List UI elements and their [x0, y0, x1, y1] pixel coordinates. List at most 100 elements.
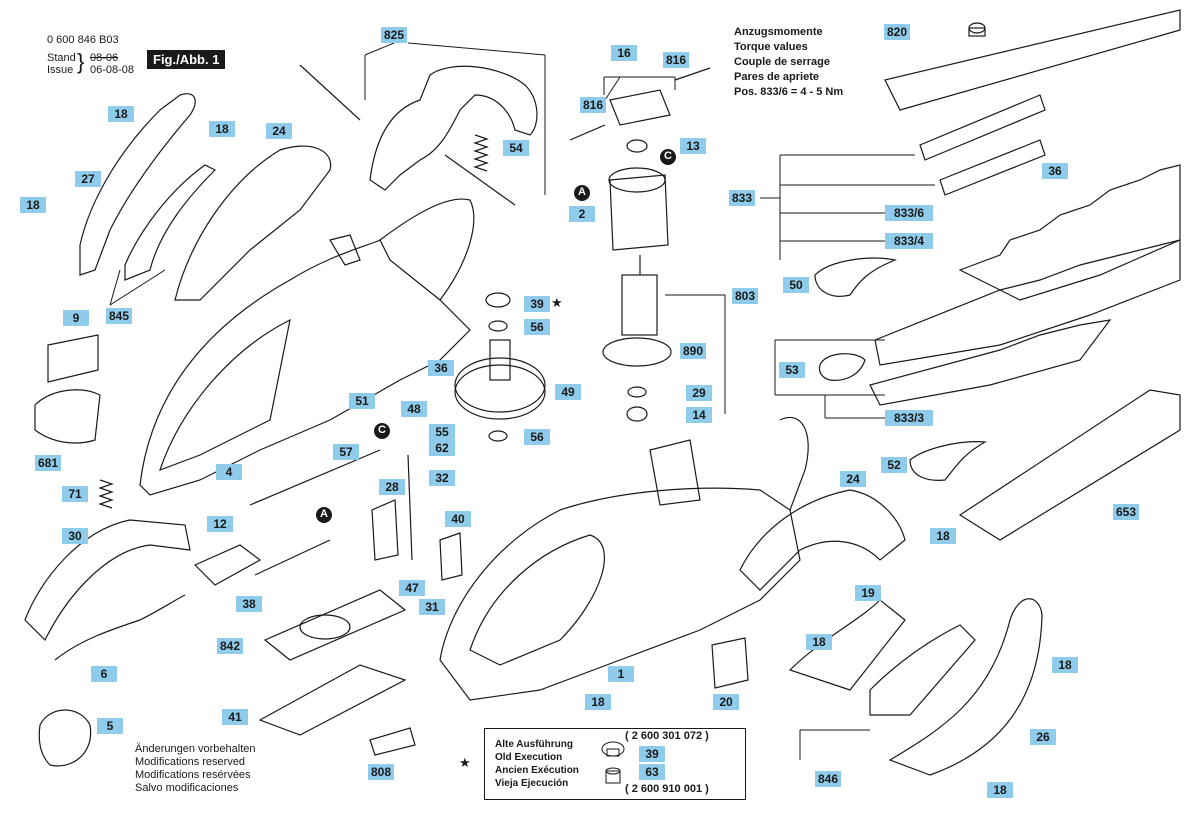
callout-19: 19 [855, 585, 881, 601]
callout-57: 57 [333, 444, 359, 460]
callout-48: 48 [401, 401, 427, 417]
stand-date: 08-06 [90, 52, 119, 64]
stator-2 [609, 174, 669, 251]
callout-890: 890 [680, 343, 707, 359]
issue-label: Issue [47, 64, 74, 76]
guard-24 [739, 489, 906, 591]
old-name-de: Alte Ausführung [495, 739, 573, 750]
handle-cover-27 [79, 93, 196, 276]
spring-71 [98, 479, 114, 509]
callout-30: 30 [62, 528, 88, 544]
callout-833: 833 [729, 190, 756, 206]
blade-lower [874, 239, 1181, 366]
cable-57 [249, 449, 381, 506]
callout-24: 24 [840, 471, 866, 487]
plug-5 [38, 709, 92, 767]
part-846 [869, 624, 976, 716]
label-9 [47, 334, 99, 383]
callout-1: 1 [608, 666, 634, 682]
star-marker-box: ★ [459, 755, 471, 770]
callout-14: 14 [686, 407, 712, 423]
old-part-number-1: ( 2 600 301 072 ) [625, 730, 709, 742]
callout-6: 6 [91, 666, 117, 682]
callout-71: 71 [62, 486, 88, 502]
callout-56: 56 [524, 429, 550, 445]
callout-9: 9 [63, 310, 89, 326]
callout-816: 816 [663, 52, 690, 68]
cable-6 [54, 594, 186, 661]
marker-a-1: A [320, 508, 328, 520]
armature-890 [621, 274, 658, 336]
callout-845: 845 [106, 308, 133, 324]
shaft-32 [407, 454, 413, 561]
old-part-number-2: ( 2 600 910 001 ) [625, 783, 709, 795]
callout-20: 20 [713, 694, 739, 710]
torque-values: Anzugsmomente Torque values Couple de se… [734, 25, 843, 100]
callout-13: 13 [680, 138, 706, 154]
marker-a-2: A [578, 186, 586, 198]
spacer-52 [909, 441, 988, 481]
blade-bottom [869, 319, 1112, 406]
callout-18: 18 [987, 782, 1013, 798]
callout-803: 803 [732, 288, 759, 304]
label-808 [369, 727, 416, 756]
callout-18: 18 [930, 528, 956, 544]
stand-label: Stand [47, 52, 76, 64]
torque-line-1: Anzugsmomente [734, 26, 823, 38]
callout-54: 54 [503, 140, 529, 156]
brace: } [77, 49, 85, 74]
modifications-note: Änderungen vorbehalten Modifications res… [135, 743, 255, 795]
callout-16: 16 [611, 45, 637, 61]
note-en: Modifications reserved [135, 756, 246, 768]
callout-26: 26 [1030, 729, 1056, 745]
torque-line-4: Pares de apriete [734, 71, 819, 83]
part-40 [439, 532, 463, 581]
cover-26 [888, 598, 1043, 776]
switch-12 [193, 544, 262, 586]
figure-label: Fig./Abb. 1 [147, 50, 226, 69]
callout-50: 50 [783, 277, 809, 293]
housing-shell-left [139, 239, 471, 496]
callout-52: 52 [881, 457, 907, 473]
issue-date: 06-08-08 [90, 64, 135, 76]
upper-handle [369, 65, 538, 191]
callout-29: 29 [686, 385, 712, 401]
callout-51: 51 [349, 393, 375, 409]
callout-38: 38 [236, 596, 262, 612]
gear-49 [454, 364, 546, 420]
callout-28: 28 [379, 479, 405, 495]
torque-line-5: Pos. 833/6 = 4 - 5 Nm [734, 86, 844, 98]
callout-816: 816 [580, 97, 607, 113]
callout-653: 653 [1113, 504, 1140, 520]
marker-c-2: C [664, 150, 672, 162]
callout-36: 36 [1042, 163, 1068, 179]
callout-18: 18 [585, 694, 611, 710]
part-681 [34, 389, 101, 444]
callout-56: 56 [524, 319, 550, 335]
handle-shell-24 [174, 145, 332, 301]
doc-number: 0 600 846 B03 [47, 34, 119, 46]
callout-27: 27 [75, 171, 101, 187]
brush-holder-16 [609, 89, 671, 126]
old-version-box: Alte Ausführung Old Execution Ancien Exé… [484, 728, 746, 800]
old-parts-icons [601, 741, 625, 784]
callout-41: 41 [222, 709, 248, 725]
callout-2: 2 [569, 206, 595, 222]
callout-18: 18 [806, 634, 832, 650]
spacer-53 [818, 353, 866, 381]
callout-833-4: 833/4 [885, 233, 933, 249]
note-fr: Modifications resérvées [135, 769, 251, 781]
callout-62: 62 [429, 440, 455, 456]
callout-18: 18 [209, 121, 235, 137]
label-20 [711, 637, 749, 689]
callout-31: 31 [419, 599, 445, 615]
torque-line-3: Couple de serrage [734, 56, 830, 68]
callout-18: 18 [20, 197, 46, 213]
callout-18: 18 [108, 106, 134, 122]
callout-47: 47 [399, 580, 425, 596]
callout-833-3: 833/3 [885, 410, 933, 426]
callout-12: 12 [207, 516, 233, 532]
callout-681: 681 [35, 455, 62, 471]
callout-63: 63 [639, 764, 665, 780]
note-es: Salvo modificaciones [135, 782, 239, 794]
